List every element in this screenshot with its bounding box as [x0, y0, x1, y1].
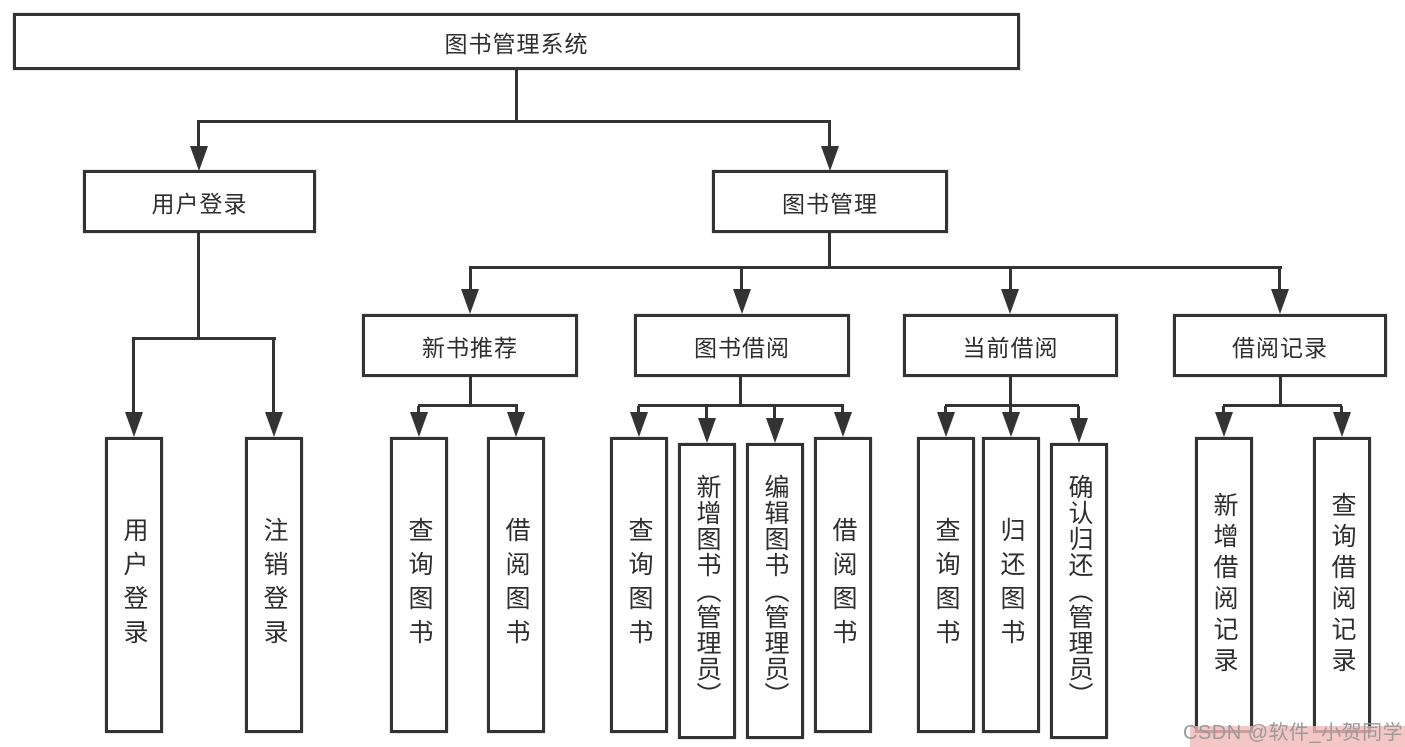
node-book-borrowing: 图书借阅 [634, 314, 850, 377]
edge-to-leaf [944, 406, 947, 416]
edge-to-records [1278, 268, 1281, 291]
arrowhead-down-icon [1215, 412, 1233, 437]
edge-book-management-rail [469, 266, 1282, 269]
edge-to-leaf [637, 406, 640, 416]
edge-to-leaf [1077, 406, 1080, 420]
edge-records-stem [1279, 375, 1282, 406]
node-current-borrowing: 当前借阅 [903, 314, 1118, 377]
node-borrowing-records: 借阅记录 [1173, 314, 1387, 377]
arrowhead-down-icon [1001, 289, 1019, 314]
node-user-login: 用户登录 [83, 170, 316, 233]
arrowhead-down-icon [125, 412, 143, 437]
arrowhead-down-icon [1070, 418, 1088, 443]
node-book-management: 图书管理 [712, 170, 948, 233]
leaf-borrow-borrow-books: 借阅图书 [814, 437, 872, 733]
leaf-newbook-borrow-books: 借阅图书 [487, 437, 545, 733]
edge-to-leaf [417, 406, 420, 416]
arrowhead-down-icon [461, 289, 479, 314]
edge-to-leaf [1222, 406, 1225, 416]
arrowhead-down-icon [698, 418, 716, 443]
arrowhead-down-icon [834, 412, 852, 437]
edge-to-leaf [1340, 406, 1343, 416]
edge-to-leaf [841, 406, 844, 416]
arrowhead-down-icon [1333, 412, 1351, 437]
arrowhead-down-icon [410, 412, 428, 437]
arrowhead-down-icon [733, 289, 751, 314]
leaf-newbook-query-books: 查询图书 [390, 437, 448, 733]
edge-user-login-rail [132, 337, 276, 340]
edge-to-new-book [469, 268, 472, 291]
leaf-logout: 注销登录 [245, 437, 303, 733]
edge-to-current-borrow [1009, 268, 1012, 291]
arrowhead-down-icon [1002, 412, 1020, 437]
edge-to-leaf [773, 406, 776, 420]
edge-book-borrow-stem [739, 375, 742, 406]
watermark-background [1190, 726, 1405, 747]
leaf-borrow-query-books: 查询图书 [610, 437, 668, 733]
node-new-book-recommendation: 新书推荐 [362, 314, 578, 377]
arrowhead-down-icon [766, 418, 784, 443]
edge-current-borrow-stem [1009, 375, 1012, 406]
edge-to-book-borrow [740, 268, 743, 291]
arrowhead-down-icon [265, 412, 283, 437]
edge-new-book-rail [418, 404, 518, 407]
edge-new-book-stem [469, 375, 472, 406]
leaf-records-query-record: 查询借阅记录 [1313, 437, 1371, 733]
arrowhead-down-icon [1271, 289, 1289, 314]
edge-root-to-book-management [828, 122, 831, 148]
edge-to-leaf [1009, 406, 1012, 416]
edge-to-leaf-user-login [132, 339, 135, 415]
edge-to-leaf [515, 406, 518, 416]
leaf-borrow-edit-books-admin: 编辑图书（管理员） [746, 443, 804, 739]
node-root: 图书管理系统 [13, 13, 1020, 70]
edge-to-leaf-logout [272, 339, 275, 415]
edge-root-stem [515, 70, 518, 122]
edge-book-management-stem [828, 233, 831, 268]
arrowhead-down-icon [630, 412, 648, 437]
edge-root-rail [197, 120, 831, 123]
leaf-current-confirm-return-admin: 确认归还（管理员） [1050, 443, 1108, 739]
edge-user-login-stem [197, 233, 200, 339]
leaf-current-return-books: 归还图书 [982, 437, 1040, 733]
edge-to-leaf [705, 406, 708, 420]
leaf-current-query-books: 查询图书 [917, 437, 975, 733]
leaf-records-add-record: 新增借阅记录 [1195, 437, 1253, 733]
edge-records-rail [1223, 404, 1342, 407]
arrowhead-down-icon [937, 412, 955, 437]
arrowhead-down-icon [507, 412, 525, 437]
leaf-user-login: 用户登录 [105, 437, 163, 733]
edge-book-borrow-rail [638, 404, 844, 407]
edge-current-borrow-rail [945, 404, 1079, 407]
watermark-text: CSDN @软件_小贺同学 [1183, 722, 1404, 744]
leaf-borrow-add-books-admin: 新增图书（管理员） [678, 443, 736, 739]
arrowhead-down-icon [190, 146, 208, 171]
arrowhead-down-icon [821, 146, 839, 171]
edge-root-to-user-login [197, 122, 200, 148]
